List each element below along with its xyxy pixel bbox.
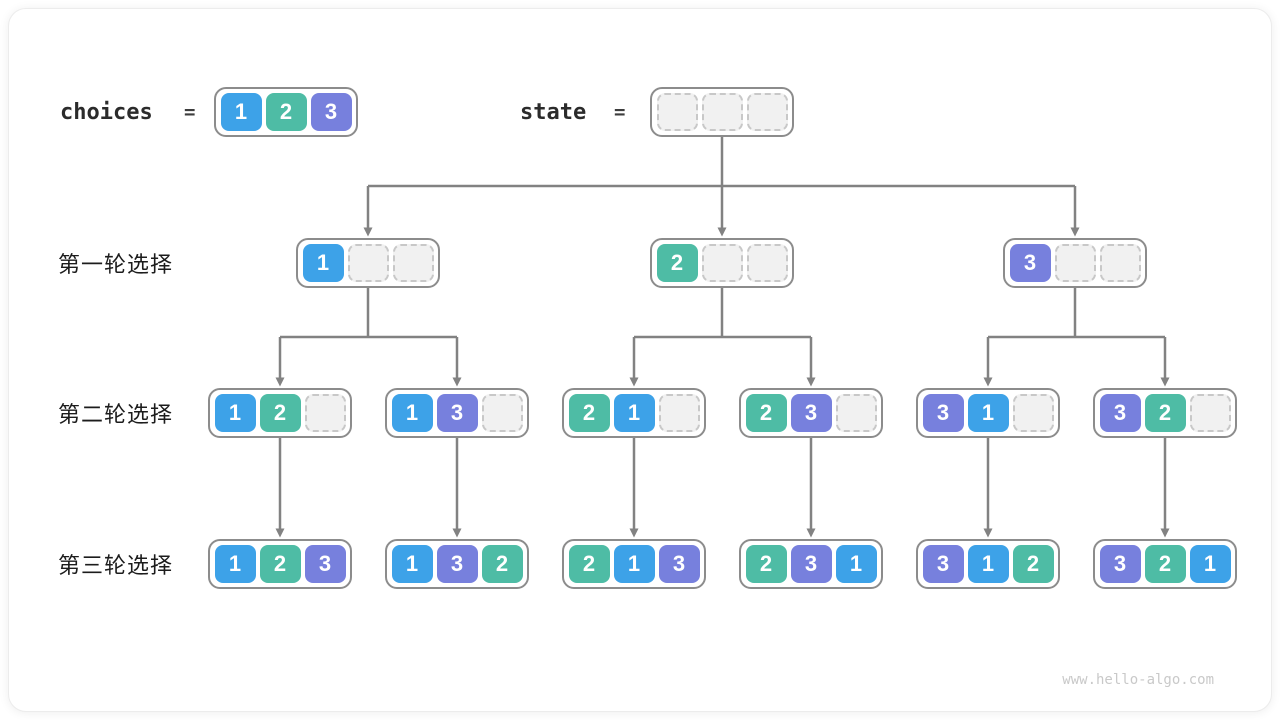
choice-cell-1: 1	[302, 244, 344, 282]
empty-cell	[1054, 244, 1096, 282]
choice-cell-1: 1	[214, 394, 256, 432]
state-array	[650, 87, 794, 137]
state-label: state	[520, 99, 587, 125]
choice-cell-3: 3	[1099, 545, 1141, 583]
empty-cell	[656, 93, 698, 131]
empty-cell	[1099, 244, 1141, 282]
choice-cell-3: 3	[922, 545, 964, 583]
empty-cell	[701, 244, 743, 282]
choice-cell-1: 1	[967, 545, 1009, 583]
choice-cell-2: 2	[656, 244, 698, 282]
empty-cell	[304, 394, 346, 432]
choice-cell-2: 2	[265, 93, 307, 131]
empty-cell	[1189, 394, 1231, 432]
choice-cell-2: 2	[259, 545, 301, 583]
empty-cell	[746, 244, 788, 282]
empty-cell	[481, 394, 523, 432]
row-label-round-1: 第一轮选择	[58, 252, 174, 277]
choice-cell-1: 1	[391, 394, 433, 432]
choice-cell-3: 3	[304, 545, 346, 583]
empty-cell	[1012, 394, 1054, 432]
choice-cell-3: 3	[310, 93, 352, 131]
choice-cell-2: 2	[568, 545, 610, 583]
empty-cell	[835, 394, 877, 432]
empty-cell	[658, 394, 700, 432]
choice-cell-1: 1	[214, 545, 256, 583]
choice-cell-3: 3	[436, 394, 478, 432]
choice-cell-1: 1	[613, 394, 655, 432]
watermark: www.hello-algo.com	[1062, 672, 1214, 688]
choices-equals-sign: =	[184, 101, 196, 123]
choice-cell-1: 1	[391, 545, 433, 583]
state-node-round1-3: 3	[1003, 238, 1147, 288]
choice-cell-1: 1	[613, 545, 655, 583]
choice-cell-3: 3	[922, 394, 964, 432]
choice-cell-3: 3	[1009, 244, 1051, 282]
choice-cell-3: 3	[1099, 394, 1141, 432]
choices-label: choices	[60, 99, 153, 125]
state-node-round1-1: 1	[296, 238, 440, 288]
empty-cell	[701, 93, 743, 131]
empty-cell	[347, 244, 389, 282]
choice-cell-2: 2	[1144, 394, 1186, 432]
empty-cell	[392, 244, 434, 282]
choice-cell-1: 1	[835, 545, 877, 583]
choice-cell-2: 2	[745, 394, 787, 432]
empty-cell	[746, 93, 788, 131]
diagram-card	[8, 8, 1272, 712]
choice-cell-2: 2	[481, 545, 523, 583]
row-label-round-3: 第三轮选择	[58, 553, 174, 578]
choice-cell-1: 1	[1189, 545, 1231, 583]
choice-cell-1: 1	[967, 394, 1009, 432]
choice-cell-1: 1	[220, 93, 262, 131]
choice-cell-3: 3	[658, 545, 700, 583]
state-equals-sign: =	[614, 101, 626, 123]
state-node-round1-2: 2	[650, 238, 794, 288]
choice-cell-2: 2	[568, 394, 610, 432]
choice-cell-3: 3	[790, 394, 832, 432]
choice-cell-2: 2	[259, 394, 301, 432]
choice-cell-3: 3	[790, 545, 832, 583]
choice-cell-2: 2	[745, 545, 787, 583]
choice-cell-2: 2	[1012, 545, 1054, 583]
row-label-round-2: 第二轮选择	[58, 402, 174, 427]
choice-cell-2: 2	[1144, 545, 1186, 583]
choice-cell-3: 3	[436, 545, 478, 583]
